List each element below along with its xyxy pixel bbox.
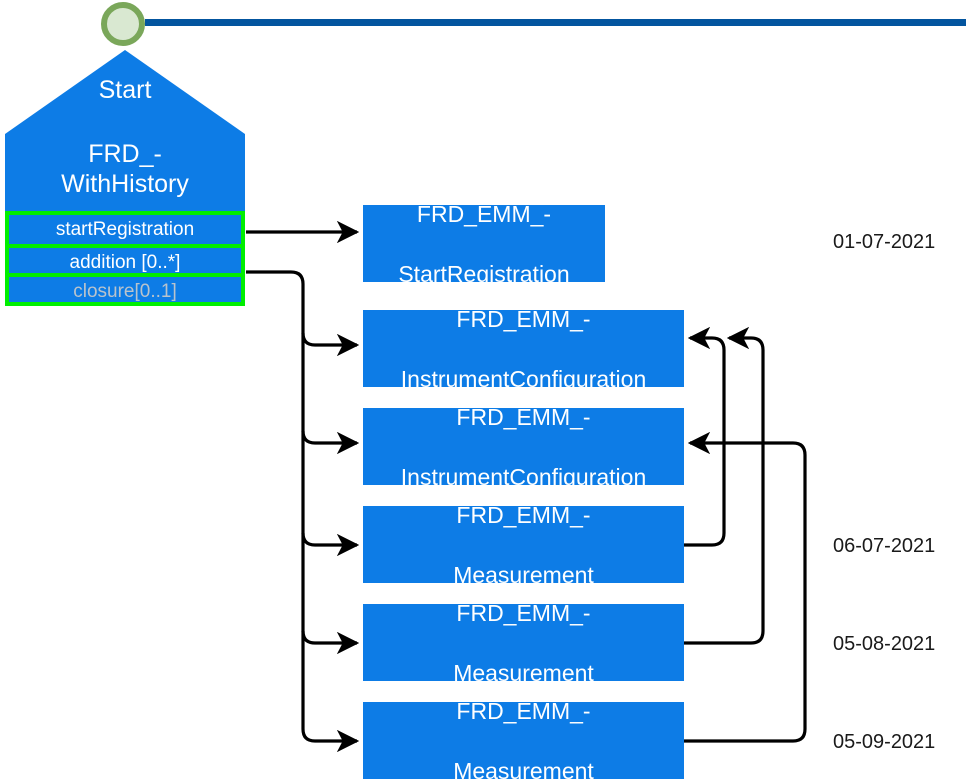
node-box-measurement-3-line2: Measurement bbox=[453, 757, 594, 784]
date-label-startregistration: 01-07-2021 bbox=[833, 231, 936, 253]
node-box-measurement-3[interactable]: FRD_EMM_- Measurement bbox=[363, 698, 684, 784]
edge-addition-to-box6 bbox=[301, 631, 360, 753]
edge-addition-to-box5 bbox=[301, 533, 360, 655]
start-node-pentagon-shape bbox=[5, 50, 245, 218]
node-box-instrumentconfiguration-1-line2: InstrumentConfiguration bbox=[400, 365, 647, 392]
node-box-measurement-1-line1: FRD_EMM_- bbox=[456, 501, 591, 528]
node-box-measurement-2-line2: Measurement bbox=[453, 659, 594, 686]
edge-addition-to-box4 bbox=[301, 431, 360, 557]
edge-addition-to-box2 bbox=[246, 270, 360, 357]
node-box-measurement-1-line2: Measurement bbox=[453, 561, 594, 588]
node-box-startregistration-line1: FRD_EMM_- bbox=[416, 200, 552, 227]
edge-box5-backref-to-box2 bbox=[684, 326, 765, 645]
node-box-startregistration[interactable]: FRD_EMM_- StartRegistration bbox=[363, 201, 605, 287]
date-label-measurement-3: 05-09-2021 bbox=[833, 731, 936, 753]
node-box-startregistration-line2: StartRegistration bbox=[398, 260, 570, 287]
edge-box4-backref-to-box2 bbox=[684, 326, 726, 547]
timeline-start-circle-icon bbox=[101, 2, 145, 46]
node-box-instrumentconfiguration-2-line2: InstrumentConfiguration bbox=[400, 463, 647, 490]
start-node[interactable]: Start FRD_- WithHistory bbox=[5, 50, 245, 218]
edge-box6-backref-to-box3 bbox=[684, 431, 807, 743]
timeline-rail bbox=[145, 19, 966, 26]
date-label-measurement-2: 05-08-2021 bbox=[833, 633, 936, 655]
compartment-row-addition[interactable]: addition [0..*] bbox=[9, 244, 241, 273]
node-box-instrumentconfiguration-2-line1: FRD_EMM_- bbox=[456, 403, 591, 430]
date-label-measurement-1: 06-07-2021 bbox=[833, 535, 936, 557]
compartment-row-startregistration[interactable]: startRegistration bbox=[9, 215, 241, 244]
start-node-title: Start bbox=[98, 76, 152, 104]
node-box-measurement-2[interactable]: FRD_EMM_- Measurement bbox=[363, 600, 684, 686]
node-box-instrumentconfiguration-2[interactable]: FRD_EMM_- InstrumentConfiguration bbox=[363, 404, 684, 490]
node-box-measurement-1[interactable]: FRD_EMM_- Measurement bbox=[363, 502, 684, 588]
compartment-row-closure[interactable]: closure[0..1] bbox=[9, 273, 241, 302]
node-box-measurement-2-line1: FRD_EMM_- bbox=[456, 599, 591, 626]
start-node-subtitle: FRD_- WithHistory bbox=[5, 139, 245, 199]
start-node-subtitle-line1: FRD_- bbox=[88, 140, 162, 168]
edge-addition-to-box3 bbox=[301, 333, 360, 455]
node-box-instrumentconfiguration-1-line1: FRD_EMM_- bbox=[456, 305, 591, 332]
node-box-measurement-3-line1: FRD_EMM_- bbox=[456, 697, 591, 724]
node-box-instrumentconfiguration-1[interactable]: FRD_EMM_- InstrumentConfiguration bbox=[363, 306, 684, 392]
start-node-subtitle-line2: WithHistory bbox=[61, 170, 189, 198]
start-node-compartments: startRegistration addition [0..*] closur… bbox=[5, 211, 245, 306]
